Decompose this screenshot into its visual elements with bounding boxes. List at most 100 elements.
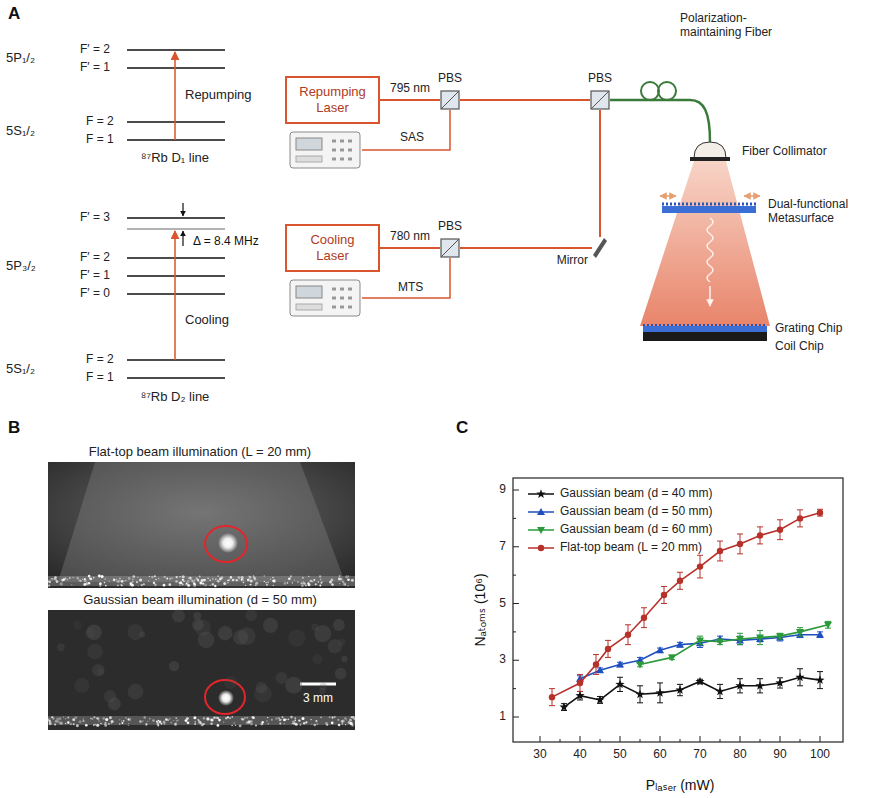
tick-label: 3 <box>499 653 506 667</box>
image-noise <box>57 643 65 651</box>
speckle <box>238 576 239 577</box>
speckle <box>227 580 228 581</box>
speckle <box>209 579 210 580</box>
speckle <box>164 724 165 725</box>
x-tick <box>660 736 661 742</box>
chip-reflection <box>48 576 355 586</box>
speckle <box>345 724 346 725</box>
data-point <box>661 592 667 598</box>
x-tick <box>600 739 601 742</box>
x-tick <box>800 739 801 742</box>
data-point <box>636 662 644 669</box>
speckle <box>294 579 295 580</box>
speckle <box>193 716 196 719</box>
state-label: 5P₃/₂ <box>6 259 36 274</box>
beam-path <box>460 99 590 101</box>
speckle <box>78 579 81 582</box>
level-label: F′ = 2 <box>80 43 110 57</box>
image-noise <box>333 619 345 631</box>
speckle <box>303 582 306 585</box>
speckle <box>163 584 166 587</box>
atom-cloud <box>218 533 238 553</box>
speckle <box>128 577 131 580</box>
speckle <box>149 718 150 719</box>
image-noise <box>335 668 347 680</box>
speckle <box>310 580 313 583</box>
y-tick <box>513 631 516 632</box>
image-title: Gaussian beam illumination (d = 50 mm) <box>83 593 317 608</box>
image-noise <box>256 682 268 694</box>
fiber-coil <box>658 82 676 100</box>
tick-label: 7 <box>499 540 506 554</box>
speckle <box>217 717 219 719</box>
speckle <box>61 579 64 582</box>
speckle <box>349 718 352 721</box>
speckle <box>170 578 171 579</box>
component-label: Mirror <box>557 254 588 268</box>
speckle <box>178 582 181 585</box>
beam-path <box>460 247 592 249</box>
speckle <box>344 584 346 586</box>
speckle <box>305 721 307 723</box>
level-label: F′ = 0 <box>80 287 110 301</box>
state-label: 5S₁/₂ <box>6 124 35 139</box>
speckle <box>186 717 189 720</box>
data-series <box>640 625 828 665</box>
speckle <box>93 724 94 725</box>
speckle <box>139 720 142 723</box>
speckle <box>267 582 269 584</box>
speckle <box>272 577 273 578</box>
speckle <box>319 575 322 578</box>
speckle <box>308 583 311 586</box>
speckle <box>347 585 349 587</box>
data-point <box>677 578 683 584</box>
speckle <box>217 580 220 583</box>
speckle <box>50 578 53 581</box>
speckle <box>279 719 281 721</box>
speckle <box>170 721 172 723</box>
image-noise <box>288 630 305 647</box>
speckle <box>109 716 112 719</box>
speckle <box>248 575 249 576</box>
speckle <box>138 585 139 586</box>
cube-symbol <box>440 90 460 110</box>
speckle <box>316 723 318 725</box>
speckle <box>57 721 59 723</box>
legend-text: Gaussian beam (d = 60 mm) <box>560 523 712 537</box>
level-label: F = 2 <box>86 353 114 367</box>
data-point <box>796 629 804 636</box>
x-tick <box>820 736 821 742</box>
data-point <box>615 680 624 689</box>
speckle <box>342 719 345 722</box>
tick-label: 60 <box>653 748 666 762</box>
speckle <box>121 720 122 721</box>
x-tick <box>640 739 641 742</box>
speckle <box>182 575 185 578</box>
speckle <box>295 723 298 726</box>
speckle <box>176 720 178 722</box>
speckle <box>63 716 64 717</box>
speckle <box>128 723 129 724</box>
controller-buttons <box>332 289 352 307</box>
speckle <box>265 582 266 583</box>
speckle <box>108 580 110 582</box>
legend-marker <box>537 508 545 515</box>
scale-label: 3 mm <box>303 692 333 706</box>
legend-marker <box>536 489 545 498</box>
speckle <box>105 585 107 587</box>
cube-symbol <box>440 238 460 258</box>
image-noise <box>245 609 257 621</box>
image-noise <box>127 624 143 640</box>
tick-label: 70 <box>693 748 706 762</box>
speckle <box>105 718 108 721</box>
speckle <box>136 581 138 583</box>
speckle <box>213 717 216 720</box>
speckle <box>160 723 162 725</box>
speckle <box>82 579 83 580</box>
beam-direction <box>709 286 711 306</box>
detuning-arrow <box>182 231 183 246</box>
speckle <box>164 576 166 578</box>
data-point <box>696 637 704 644</box>
y-tick <box>513 603 519 604</box>
tick-label: 80 <box>733 748 746 762</box>
